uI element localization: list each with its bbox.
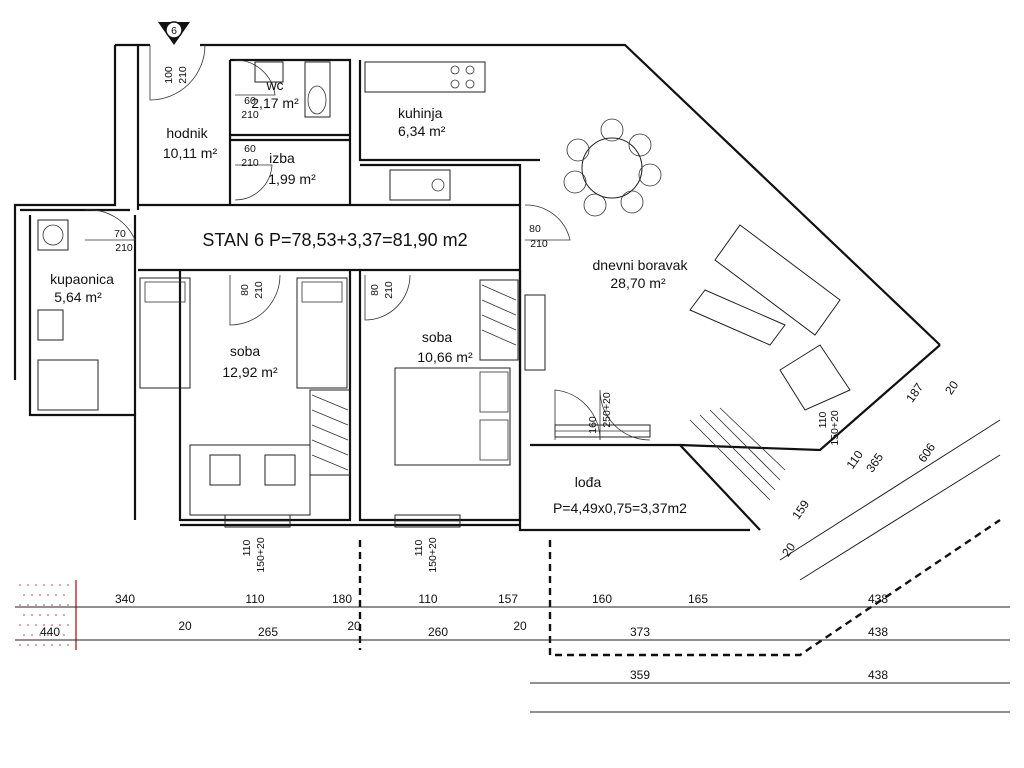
svg-text:373: 373	[630, 625, 650, 639]
door-wc-height: 210	[241, 109, 259, 121]
svg-text:20: 20	[779, 540, 798, 559]
door-loda-width: 160	[587, 416, 599, 434]
svg-text:438: 438	[868, 592, 888, 606]
svg-text:440: 440	[40, 625, 60, 639]
dimension-lines	[15, 419, 1010, 713]
door-wc-width: 60	[244, 95, 256, 107]
svg-text:260: 260	[428, 625, 448, 639]
window2-width: 110	[413, 539, 425, 556]
furniture	[37, 61, 851, 516]
door-entry-width: 100	[163, 66, 175, 84]
svg-text:340: 340	[115, 592, 135, 606]
door-izba-width: 60	[244, 143, 256, 155]
door-soba2-width: 80	[369, 284, 381, 296]
svg-text:110: 110	[844, 448, 867, 472]
room-izba-area: 1,99 m²	[268, 171, 316, 187]
door-soba2-height: 210	[383, 281, 395, 299]
door-kupaonica-height: 210	[115, 242, 133, 254]
svg-text:20: 20	[347, 619, 361, 633]
window1-width: 110	[241, 539, 253, 556]
svg-text:20: 20	[513, 619, 527, 633]
window3-width: 110	[817, 411, 829, 428]
svg-text:110: 110	[245, 592, 264, 606]
svg-text:438: 438	[868, 668, 888, 682]
room-hodnik-area: 10,11 m²	[163, 145, 218, 161]
svg-text:110: 110	[418, 592, 437, 606]
door-living-height: 210	[530, 238, 548, 250]
svg-text:265: 265	[258, 625, 278, 639]
room-kupaonica-area: 5,64 m²	[54, 289, 102, 305]
door-living-width: 80	[529, 223, 541, 235]
svg-text:365: 365	[863, 450, 886, 475]
room-loda-name: lođa	[575, 474, 602, 490]
walls	[13, 43, 941, 532]
dashed-boundary	[358, 519, 1001, 657]
door-loda-height: 250+20	[601, 392, 613, 427]
room-soba2-name: soba	[422, 329, 453, 345]
svg-text:159: 159	[789, 497, 812, 522]
window2-height: 150+20	[427, 537, 439, 572]
door-kupaonica-width: 70	[114, 228, 126, 240]
svg-text:6: 6	[171, 25, 177, 37]
door-soba1-width: 80	[239, 284, 251, 296]
room-soba1-name: soba	[230, 343, 261, 359]
room-dnevni-name: dnevni boravak	[593, 257, 689, 273]
apartment-title: STAN 6 P=78,53+3,37=81,90 m2	[202, 230, 467, 250]
room-hodnik-name: hodnik	[166, 125, 208, 141]
room-kupaonica-name: kupaonica	[50, 271, 114, 287]
room-soba2-area: 10,66 m²	[417, 349, 473, 365]
room-dnevni-area: 28,70 m²	[610, 275, 666, 291]
room-kuhinja-area: 6,34 m²	[398, 123, 446, 139]
window3-height: 150+20	[829, 410, 841, 445]
svg-text:160: 160	[592, 592, 612, 606]
room-kuhinja-name: kuhinja	[398, 105, 443, 121]
svg-text:20: 20	[942, 378, 961, 397]
room-wc-area: 2,17 m²	[251, 95, 299, 111]
door-entry-height: 210	[177, 66, 189, 84]
room-loda-area: P=4,49x0,75=3,37m2	[553, 500, 687, 516]
door-soba1-height: 210	[253, 281, 265, 299]
svg-text:157: 157	[498, 592, 518, 606]
svg-text:20: 20	[178, 619, 192, 633]
svg-text:359: 359	[630, 668, 650, 682]
room-wc-name: wc	[265, 77, 283, 93]
section-marker: 6	[158, 21, 190, 45]
room-soba1-area: 12,92 m²	[222, 364, 278, 380]
svg-text:165: 165	[688, 592, 708, 606]
dimension-labels: 340 110 180 110 157 160 165 438 440 20 2…	[40, 378, 961, 682]
opening-labels: 100 210 60 210 60 210 70 210 80 210 80 2…	[114, 66, 841, 573]
door-izba-height: 210	[241, 157, 259, 169]
room-izba-name: izba	[269, 150, 295, 166]
svg-text:180: 180	[332, 592, 352, 606]
hatch-area	[19, 580, 77, 650]
window1-height: 150+20	[255, 537, 267, 572]
doors	[84, 44, 651, 441]
svg-text:438: 438	[868, 625, 888, 639]
svg-text:187: 187	[903, 380, 926, 405]
